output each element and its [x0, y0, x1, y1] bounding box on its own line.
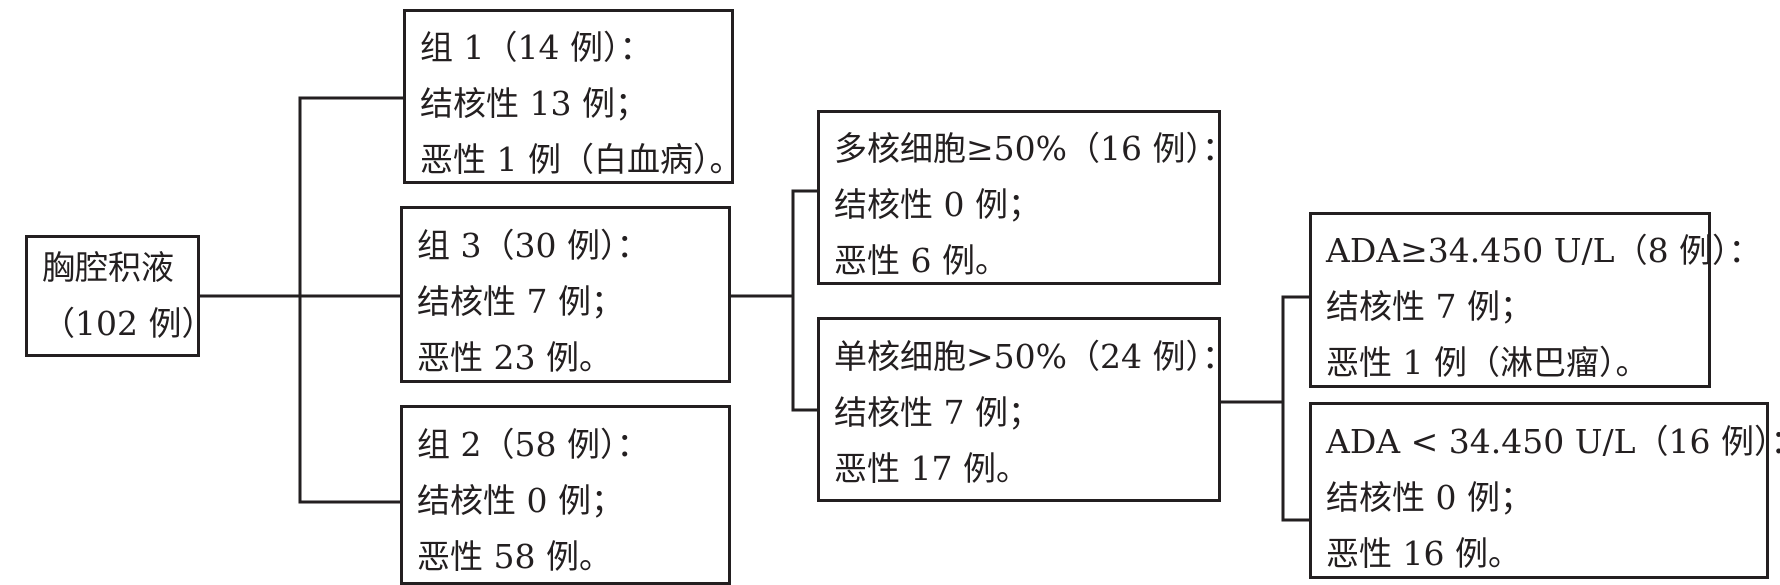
mononuclear-node: 单核细胞>50%（24 例）： 结核性 7 例； 恶性 17 例。 — [817, 317, 1235, 502]
ada-low-node: ADA < 34.450 U/L（16 例）： 结核性 0 例； 恶性 16 例… — [1309, 402, 1780, 579]
ada-high-tuberculous: 结核性 7 例； — [1326, 287, 1533, 326]
ada-high-malignant: 恶性 1 例（淋巴瘤）。 — [1326, 343, 1649, 382]
group2-tuberculous: 结核性 0 例； — [417, 481, 624, 520]
mononuclear-tuberculous: 结核性 7 例； — [834, 393, 1041, 432]
root-title: 胸腔积液 — [42, 248, 174, 287]
group1-node: 组 1（14 例）： 结核性 13 例； 恶性 1 例（白血病）。 — [403, 9, 742, 184]
group2-node: 组 2（58 例）： 结核性 0 例； 恶性 58 例。 — [400, 405, 731, 585]
multinuclear-title: 多核细胞≥50%（16 例）： — [834, 129, 1235, 168]
multinuclear-malignant: 恶性 6 例。 — [834, 241, 1008, 280]
group1-tuberculous: 结核性 13 例； — [420, 84, 648, 123]
ada-low-title: ADA < 34.450 U/L（16 例）： — [1326, 422, 1780, 461]
group1-title: 组 1（14 例）： — [420, 28, 653, 67]
ada-low-malignant: 恶性 16 例。 — [1326, 534, 1521, 573]
group3-title: 组 3（30 例）： — [417, 226, 650, 265]
group3-malignant: 恶性 23 例。 — [417, 338, 612, 377]
root-node-pleural-effusion: 胸腔积液 （102 例） — [25, 235, 215, 357]
ada-low-tuberculous: 结核性 0 例； — [1326, 478, 1533, 517]
multinuclear-node: 多核细胞≥50%（16 例）： 结核性 0 例； 恶性 6 例。 — [817, 110, 1235, 285]
mononuclear-title: 单核细胞>50%（24 例）： — [834, 337, 1235, 376]
multinuclear-tuberculous: 结核性 0 例； — [834, 185, 1041, 224]
mononuclear-malignant: 恶性 17 例。 — [834, 449, 1029, 488]
group3-node: 组 3（30 例）： 结核性 7 例； 恶性 23 例。 — [400, 206, 731, 383]
group1-malignant: 恶性 1 例（白血病）。 — [420, 140, 743, 179]
root-count: （102 例） — [42, 304, 215, 343]
ada-high-title: ADA≥34.450 U/L（8 例）： — [1326, 231, 1762, 270]
group2-malignant: 恶性 58 例。 — [417, 537, 612, 576]
group3-tuberculous: 结核性 7 例； — [417, 282, 624, 321]
group2-title: 组 2（58 例）： — [417, 425, 650, 464]
ada-high-node: ADA≥34.450 U/L（8 例）： 结核性 7 例； 恶性 1 例（淋巴瘤… — [1309, 212, 1762, 388]
